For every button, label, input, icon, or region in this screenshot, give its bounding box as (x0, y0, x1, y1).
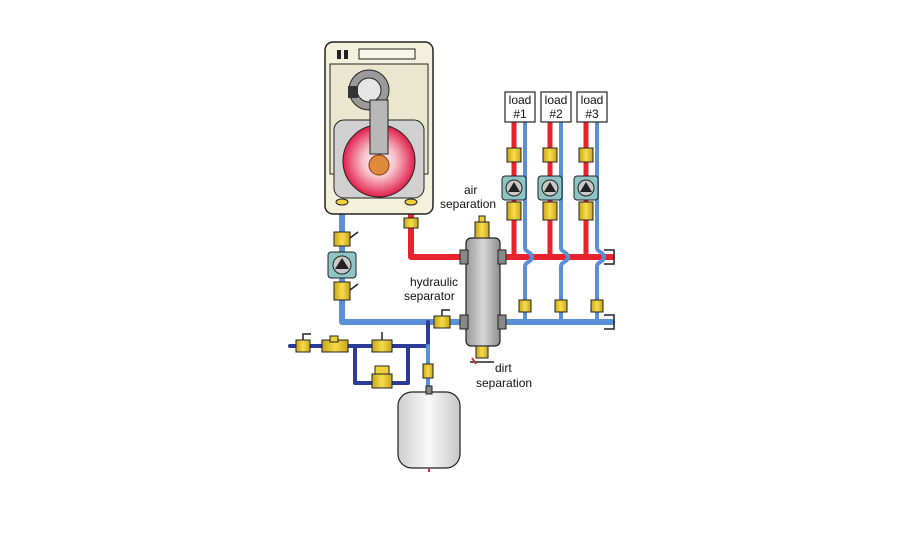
load-box-1-line1: load (509, 93, 532, 107)
load-box-2-line1: load (545, 93, 568, 107)
hydraulic-separator-label-line1: hydraulic (410, 275, 458, 289)
dirt-separation-label-line1: dirt (495, 361, 512, 375)
boiler-icon (324, 41, 434, 215)
load3-circulator-icon (573, 147, 599, 221)
expansion-tank-icon (397, 363, 461, 472)
load-box-2-line2: #2 (549, 107, 563, 121)
dirt-drain-icon (470, 345, 494, 365)
backflow-preventer-icon (321, 335, 349, 353)
boiler-circulator-icon (327, 231, 359, 301)
return-header-cap (604, 314, 615, 330)
supply-union-icon (403, 217, 419, 229)
hydraulic-separator-label-line2: separator (404, 289, 455, 303)
load2-circulator-icon (537, 147, 563, 221)
air-separation-label-line2: separation (440, 197, 496, 211)
hydraulic-separator-icon (459, 237, 507, 347)
bypass-valve-icon (371, 365, 393, 389)
air-vent-icon (474, 215, 490, 239)
dirt-separation-label-line2: separation (476, 376, 532, 390)
return-balancing-valves (518, 299, 604, 313)
load3-return-valve-icon (590, 299, 604, 313)
pressure-reducing-valve-icon (371, 332, 393, 353)
load-box-3: load #3 (576, 91, 608, 123)
load2-return (559, 118, 570, 324)
air-separation-label-line1: air (464, 183, 477, 197)
supply-header-cap (604, 249, 615, 265)
load2-return-valve-icon (554, 299, 568, 313)
load-box-3-line1: load (581, 93, 604, 107)
load1-circulator-icon (501, 147, 527, 221)
load-box-3-line2: #3 (585, 107, 599, 121)
load1-return-valve-icon (518, 299, 532, 313)
load3-return (595, 118, 606, 324)
return-valve-icon (433, 309, 451, 329)
load-box-1: load #1 (504, 91, 536, 123)
load-circulators (501, 147, 599, 221)
load-box-1-line2: #1 (513, 107, 527, 121)
load-box-2: load #2 (540, 91, 572, 123)
boiler-return-pipe (339, 197, 465, 325)
makeup-isolation-valve-icon (295, 333, 311, 353)
load1-return (523, 118, 534, 324)
makeup-water-assembly (295, 332, 393, 389)
